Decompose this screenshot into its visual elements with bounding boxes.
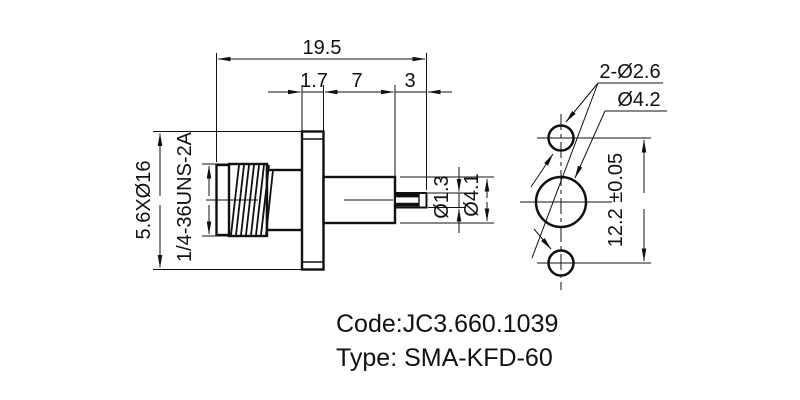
dim-mount-holes-text: 2-Ø2.6 xyxy=(599,61,660,83)
dim-thread-spec-text: 1/4-36UNS-2A xyxy=(174,131,196,262)
dim-mid-length-text: 7 xyxy=(351,70,362,92)
rear-body xyxy=(265,168,304,232)
type-label: Type: SMA-KFD-60 xyxy=(336,344,553,372)
pin-detail xyxy=(396,193,420,207)
code-label: Code:JC3.660.1039 xyxy=(336,310,558,338)
dim-counterbore-text: Ø4.2 xyxy=(617,89,660,111)
dim-insulator-diameter-text: Ø4.1 xyxy=(461,173,483,216)
dim-pin xyxy=(400,167,494,233)
dim-chain xyxy=(268,85,452,176)
flange xyxy=(300,130,325,271)
dim-overall-text: 19.5 xyxy=(303,37,342,59)
side-view xyxy=(520,82,667,290)
dim-hex-flange-text: 5.6XØ16 xyxy=(133,161,155,240)
dim-flange-thickness-text: 1.7 xyxy=(300,70,328,92)
dim-overall xyxy=(216,53,427,190)
front-view xyxy=(153,53,494,271)
dim-hole-spacing-text: 12.2 ±0.05 xyxy=(605,153,627,247)
dim-hole-spacing xyxy=(573,137,651,264)
dim-flange-od xyxy=(153,131,302,270)
dim-pin-diameter-text: Ø1.3 xyxy=(431,175,453,218)
dim-pin-length-text: 3 xyxy=(404,70,415,92)
flange-steps xyxy=(302,138,324,263)
hole-leaders xyxy=(530,82,667,259)
side-centerlines xyxy=(520,114,612,290)
dimension-texts: 19.5 1.7 7 3 5.6XØ16 1/4-36UNS-2A Ø1.3 Ø… xyxy=(133,37,661,372)
